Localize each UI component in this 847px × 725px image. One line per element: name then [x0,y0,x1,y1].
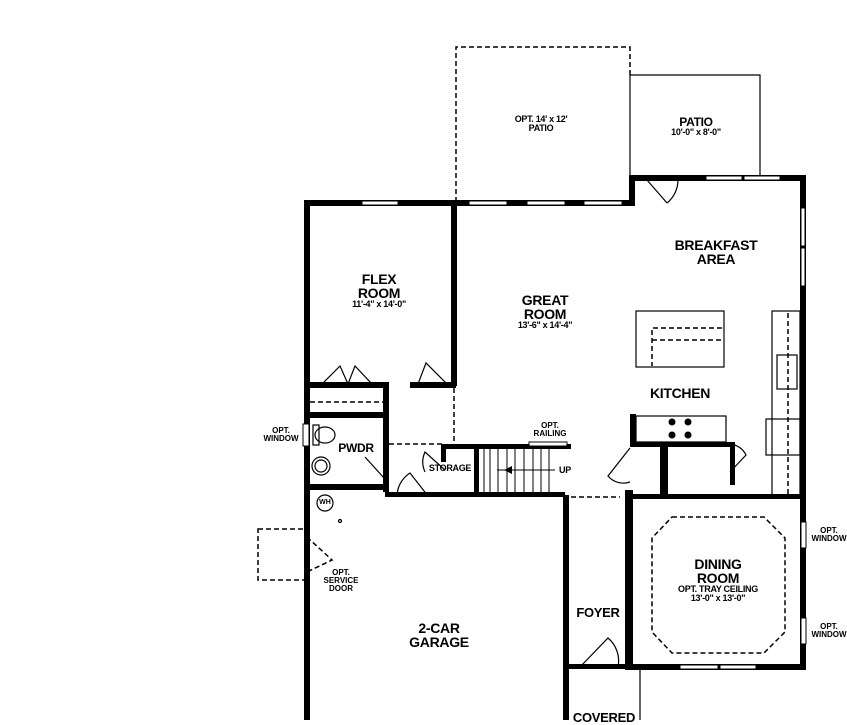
patio-outline [629,74,761,177]
water-heater-label: WH [319,499,331,506]
front-door [579,637,620,668]
opt-patio-outline [455,46,631,202]
opt-railing-label: OPT.RAILING [533,421,567,438]
opt-window-pwdr-label: OPT.WINDOW [263,426,299,443]
opt-patio-label: OPT. 14' x 12'PATIO [514,114,568,133]
covered-label: COVERED [572,710,636,725]
windows [361,175,806,670]
kitchen-fixtures [607,310,801,497]
opt-window-dining-1-label: OPT.WINDOW [811,526,847,543]
powder-room [302,423,385,490]
dining-room [630,494,807,654]
flex-room-walls [304,200,457,492]
stairs [385,441,571,498]
storage-label: STORAGE [428,463,472,473]
patio-door [646,179,679,204]
opt-window-dining-2-label: OPT.WINDOW [811,622,847,639]
garage-details [257,494,343,581]
foyer-label: FOYER [576,605,620,620]
pwdr-label: PWDR [338,441,374,455]
kitchen-label: KITCHEN [649,385,711,401]
stairs-up-label: UP [559,465,571,475]
